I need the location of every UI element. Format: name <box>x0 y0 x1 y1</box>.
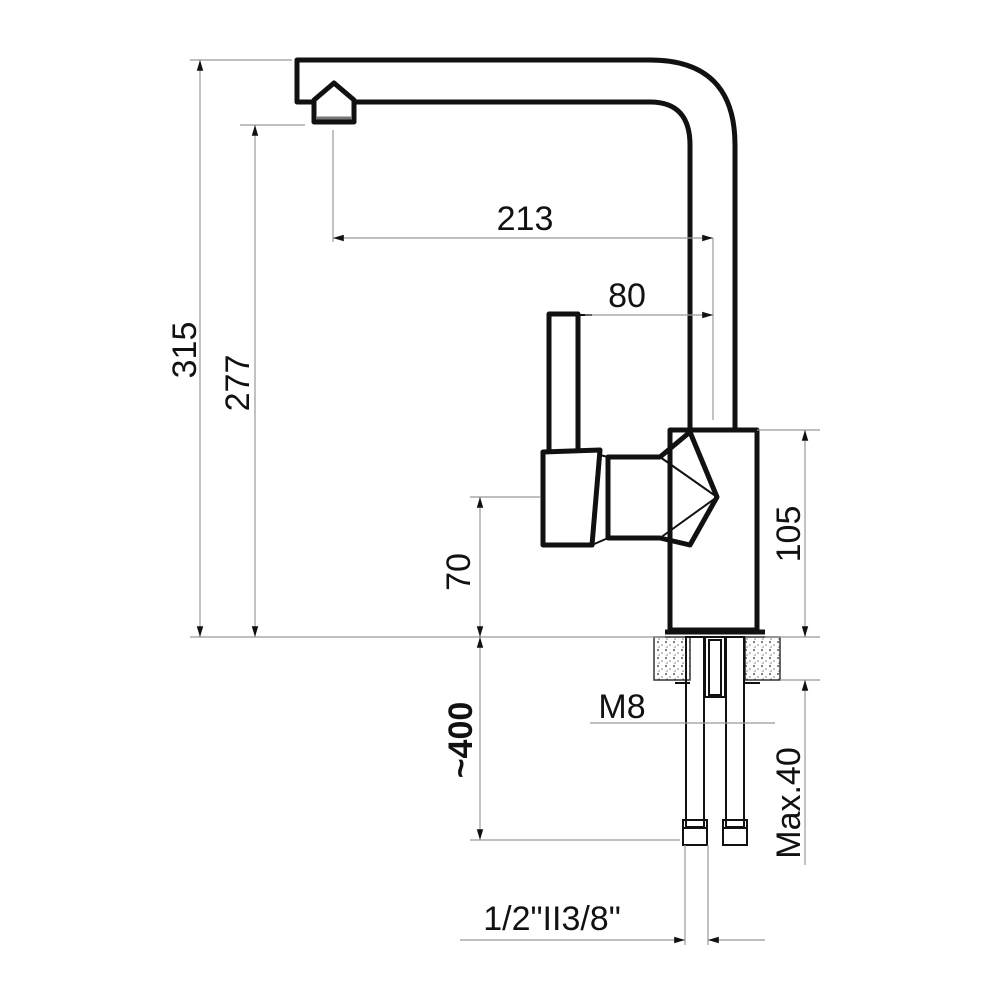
dim-handle-offset: 80 <box>608 277 646 315</box>
dim-body-height: 105 <box>770 506 808 563</box>
dim-spout-reach: 213 <box>497 200 554 238</box>
dim-handle-height: 70 <box>440 553 478 591</box>
handle-lever <box>546 311 592 450</box>
dim-connections: 1/2"II3/8" <box>483 900 621 938</box>
dim-total-height: 315 <box>166 322 204 379</box>
aerator <box>311 80 357 125</box>
mounting-rod <box>704 636 726 698</box>
dim-hose-length: ~400 <box>442 702 480 779</box>
dim-max-thickness: Max.40 <box>770 747 808 859</box>
spout <box>294 57 738 430</box>
dim-spout-height: 277 <box>219 355 257 412</box>
faucet-body <box>667 427 760 633</box>
dimension-lines <box>190 59 820 945</box>
dim-thread: M8 <box>598 688 645 726</box>
supply-hoses <box>682 636 748 846</box>
countertop-section <box>653 636 781 684</box>
handle-block <box>540 429 720 548</box>
